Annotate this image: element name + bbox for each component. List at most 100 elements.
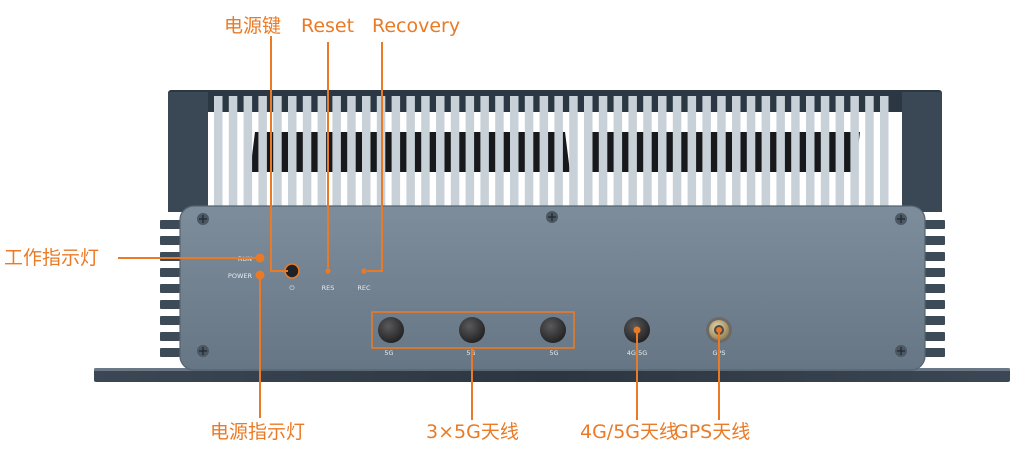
heatsink-fin [746, 96, 756, 208]
side-rib [925, 332, 945, 341]
heatsink-fin [391, 96, 401, 208]
heatsink-fin [835, 96, 845, 208]
side-rib [925, 236, 945, 245]
heatsink-fin [450, 96, 460, 208]
heatsink-fin [687, 96, 697, 208]
side-rib [160, 236, 180, 245]
heatsink-fin [317, 96, 327, 208]
gps-connector[interactable] [706, 317, 732, 343]
screw-icon [895, 345, 907, 357]
callout-antenna-gps: GPS天线 [674, 421, 751, 443]
heatsink-fin [524, 96, 534, 208]
heatsink-fin [850, 96, 859, 208]
side-rib [160, 220, 180, 229]
side-rib [160, 284, 180, 293]
heatsink-fin [628, 96, 637, 208]
heatsink-fin [658, 96, 667, 208]
leader-recovery [367, 42, 383, 272]
res-label: RES [322, 284, 335, 292]
heatsink-fin [273, 96, 282, 208]
callout-recovery: Recovery [372, 15, 461, 37]
heatsink-fin [510, 96, 519, 208]
heatsink-fin [643, 96, 652, 208]
heatsink-fin [258, 96, 267, 208]
rec-label: REC [357, 284, 371, 292]
heatsink-fin [584, 96, 593, 208]
heatsink-fin [362, 96, 371, 208]
heatsink-fin [761, 96, 771, 208]
heatsink-fin [228, 96, 238, 208]
callout-antenna-4g5g: 4G/5G天线 [580, 421, 679, 443]
heatsink-fin [288, 96, 297, 208]
port-5g-label-1: 5G [384, 349, 393, 357]
side-rib [925, 252, 945, 261]
callout-leaders [118, 36, 720, 420]
heatsink-fin [421, 96, 430, 208]
side-rib [925, 268, 945, 277]
side-rib [925, 348, 945, 357]
heatsink-fin [613, 96, 623, 208]
heatsink-fin [347, 96, 356, 208]
side-rib [160, 316, 180, 325]
callout-work-indicator: 工作指示灯 [4, 247, 100, 269]
heatsink-fin [539, 96, 549, 208]
recovery-button[interactable] [361, 268, 367, 274]
heatsink-fin [806, 96, 815, 208]
heatsink-fins [214, 96, 889, 208]
heatsink-fin [243, 96, 253, 208]
callout-reset: Reset [301, 15, 355, 37]
heatsink-fin [480, 96, 489, 208]
run-led [255, 253, 265, 263]
antenna-4g5g-marker [633, 326, 641, 334]
screws [197, 211, 907, 357]
heatsink-fin [717, 96, 726, 208]
heatsink-fin [865, 96, 874, 208]
side-rib [925, 220, 945, 229]
side-rib [925, 316, 945, 325]
side-rib [160, 300, 180, 309]
reset-button[interactable] [325, 268, 331, 274]
heatsink [168, 90, 942, 212]
heatsink-fin [820, 96, 830, 208]
power-label: POWER [228, 272, 253, 280]
heatsink-fin [214, 96, 223, 208]
side-rib [160, 268, 180, 277]
screw-icon [546, 211, 558, 223]
side-rib [925, 300, 945, 309]
antenna-5g-connector-1[interactable] [378, 317, 404, 343]
heatsink-fin [465, 96, 475, 208]
heatsink-fin [406, 96, 415, 208]
callout-power-indicator: 电源指示灯 [210, 421, 306, 443]
screw-icon [197, 345, 209, 357]
heatsink-fin [791, 96, 800, 208]
heatsink-fin [732, 96, 741, 208]
heatsink-fin [302, 96, 312, 208]
heatsink-fin [598, 96, 608, 208]
heatsink-fin [702, 96, 711, 208]
screw-icon [197, 213, 209, 225]
heatsink-fin [495, 96, 504, 208]
heatsink-fin [880, 96, 889, 208]
port-5g-label-3: 5G [549, 349, 558, 357]
chassis-front [180, 206, 925, 370]
side-rib [160, 252, 180, 261]
antenna-5g-connector-2[interactable] [459, 317, 485, 343]
side-rib [160, 332, 180, 341]
heatsink-fin [776, 96, 785, 208]
heatsink-fin [569, 96, 578, 208]
power-led [255, 270, 265, 280]
screw-icon [895, 213, 907, 225]
callout-antenna-5g: 3×5G天线 [426, 421, 519, 443]
side-rib [160, 348, 180, 357]
power-symbol-icon: ⏻ [289, 284, 294, 292]
heatsink-fin [436, 96, 445, 208]
antenna-5g-connector-3[interactable] [540, 317, 566, 343]
side-rib [925, 284, 945, 293]
leader-power-key [270, 36, 288, 272]
heatsink-fin [554, 96, 563, 208]
callout-power-key: 电源键 [224, 15, 282, 37]
heatsink-fin [672, 96, 682, 208]
heatsink-fin [332, 96, 341, 208]
